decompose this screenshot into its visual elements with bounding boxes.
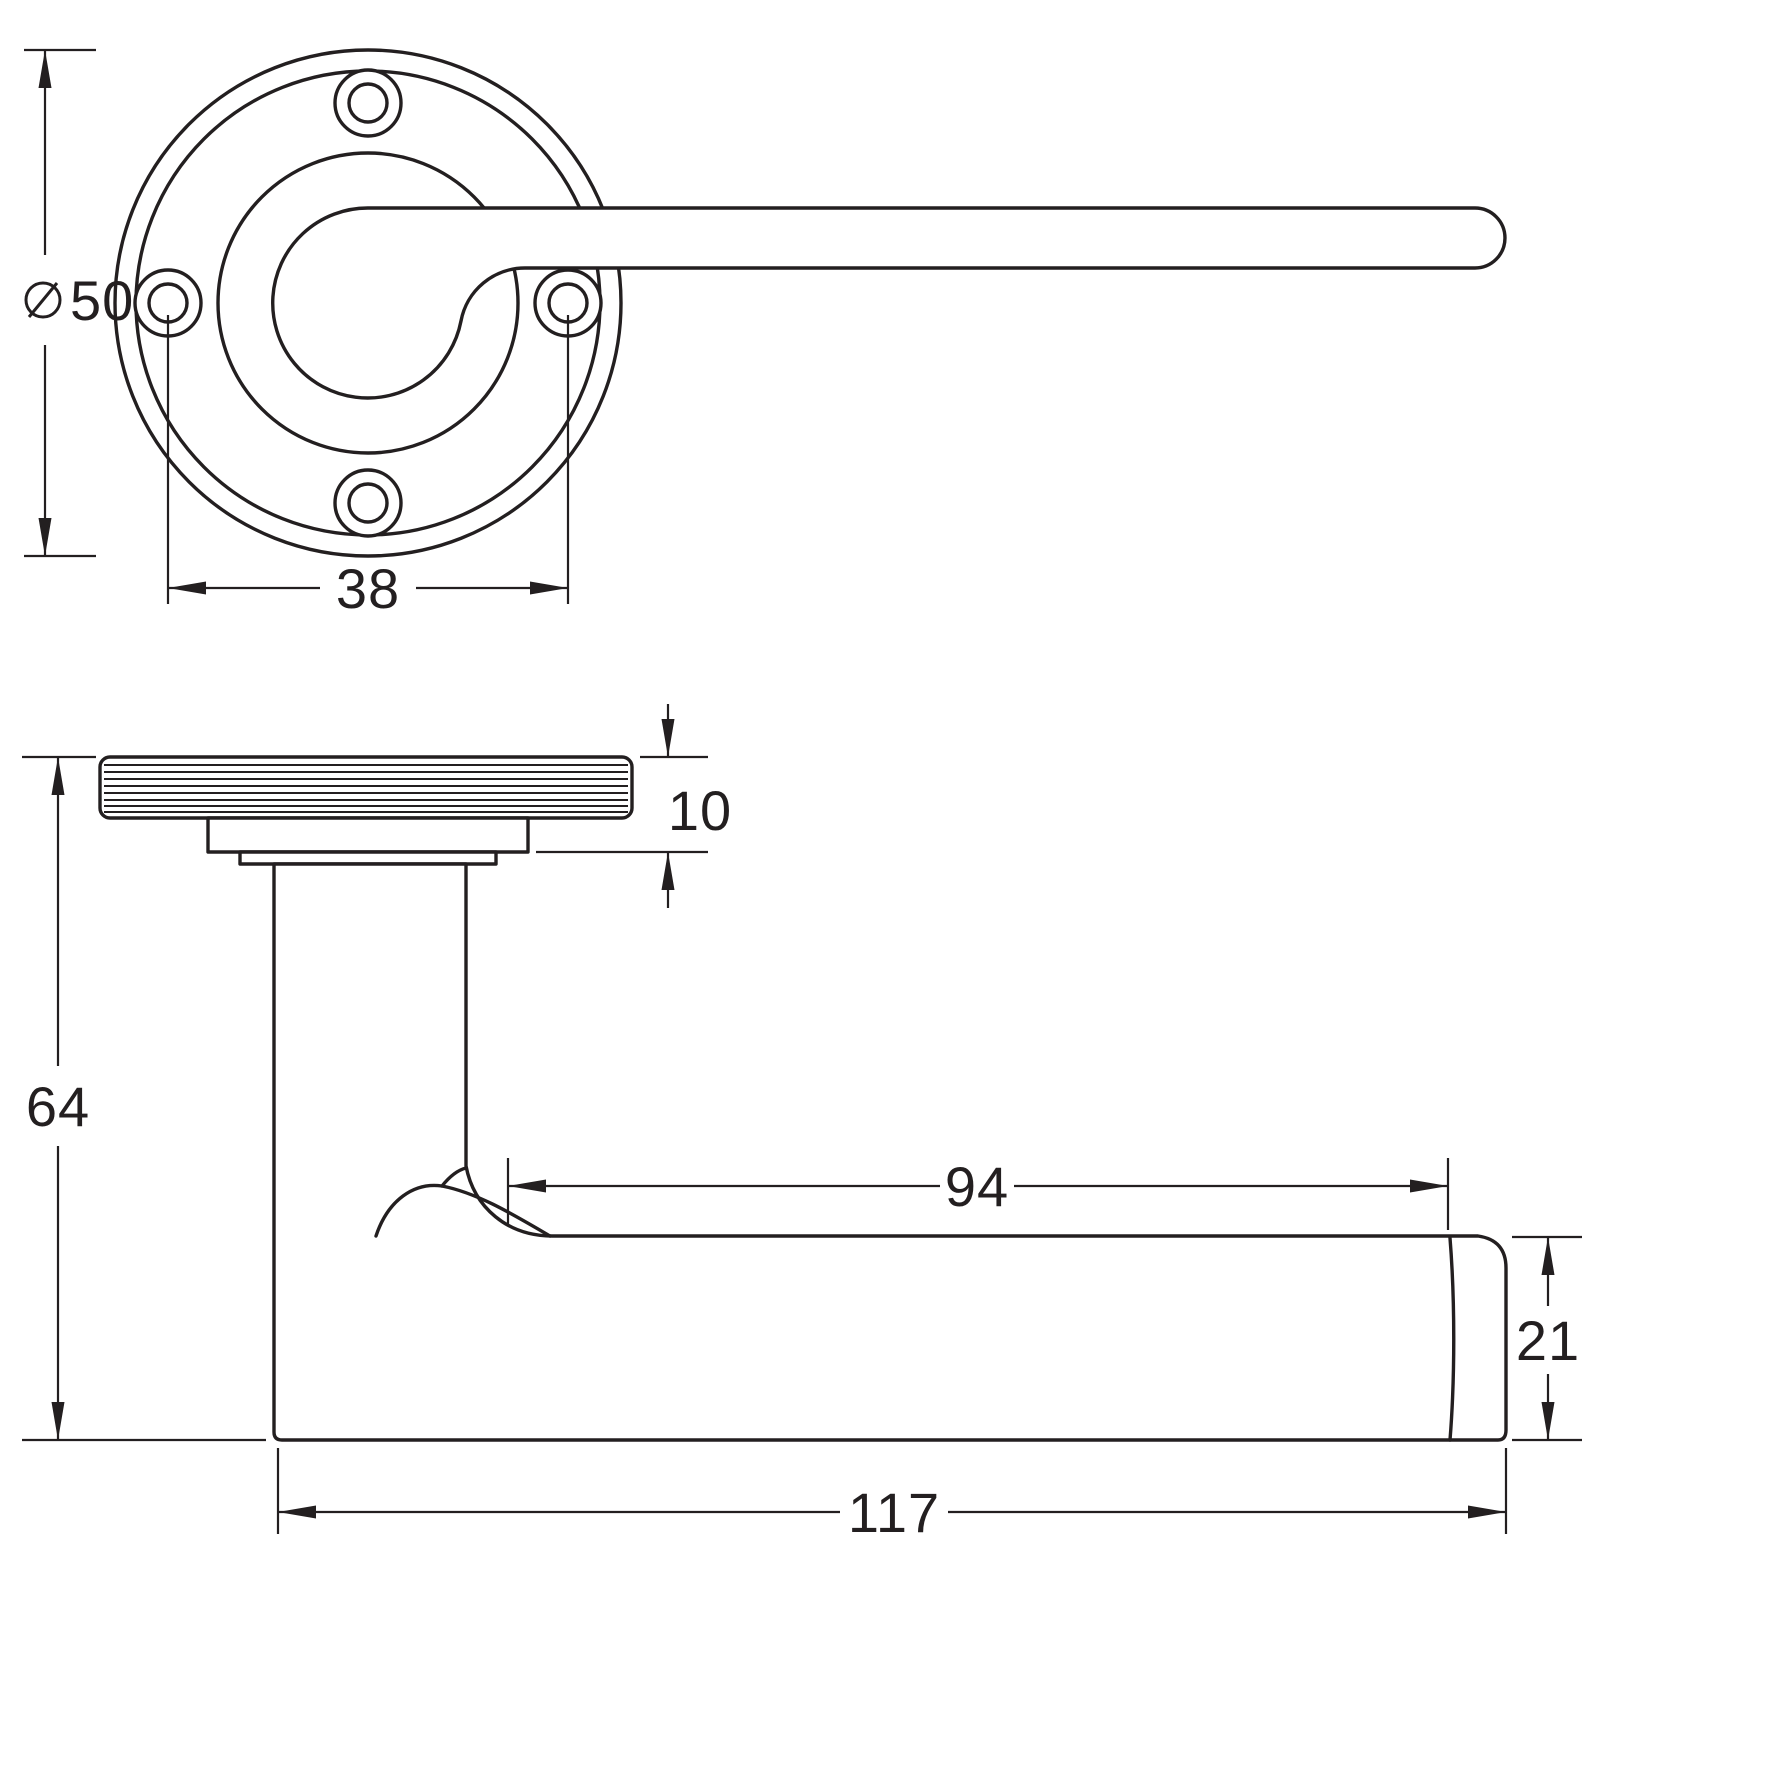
diameter-symbol bbox=[24, 281, 62, 319]
side-view bbox=[98, 755, 1508, 1442]
rose-outer-circle bbox=[113, 48, 623, 558]
dimension-label-lever-thickness: 21 bbox=[1516, 1309, 1580, 1372]
rose-ribs bbox=[104, 764, 628, 813]
dimension-label-overall-length: 117 bbox=[848, 1481, 940, 1544]
dimension-projection: 64 bbox=[22, 755, 266, 1442]
dimension-lever-thickness: 21 bbox=[1512, 1235, 1582, 1442]
dimension-label-screw-spacing: 38 bbox=[336, 557, 400, 620]
dimension-label-grip-length: 94 bbox=[945, 1155, 1009, 1218]
dimension-label-projection: 64 bbox=[26, 1075, 90, 1138]
screw-hole-left bbox=[133, 268, 203, 338]
dimension-rose-thickness: 10 bbox=[536, 704, 732, 908]
dimension-rose-diameter: 50 bbox=[24, 48, 134, 558]
dimension-label-rose-diameter: 50 bbox=[70, 269, 134, 332]
rose-collar-step bbox=[238, 850, 498, 866]
screw-hole-top bbox=[333, 68, 403, 138]
screw-hole-bottom bbox=[333, 468, 403, 538]
dimension-grip-length: 94 bbox=[506, 1155, 1450, 1230]
dimension-label-rose-thickness: 10 bbox=[668, 779, 732, 842]
rose-side-profile bbox=[98, 755, 634, 820]
dimension-overall-length: 117 bbox=[276, 1448, 1508, 1544]
rose-boss-circle bbox=[216, 151, 520, 455]
front-view bbox=[113, 48, 1507, 558]
lever-tip-edge bbox=[1448, 1236, 1456, 1442]
lever-handle-front bbox=[271, 206, 1507, 400]
rose-collar bbox=[206, 816, 530, 854]
lever-neck-fillet-accent bbox=[440, 1166, 468, 1188]
lever-side-profile bbox=[272, 862, 1508, 1442]
dimension-screw-spacing: 38 bbox=[166, 315, 570, 620]
